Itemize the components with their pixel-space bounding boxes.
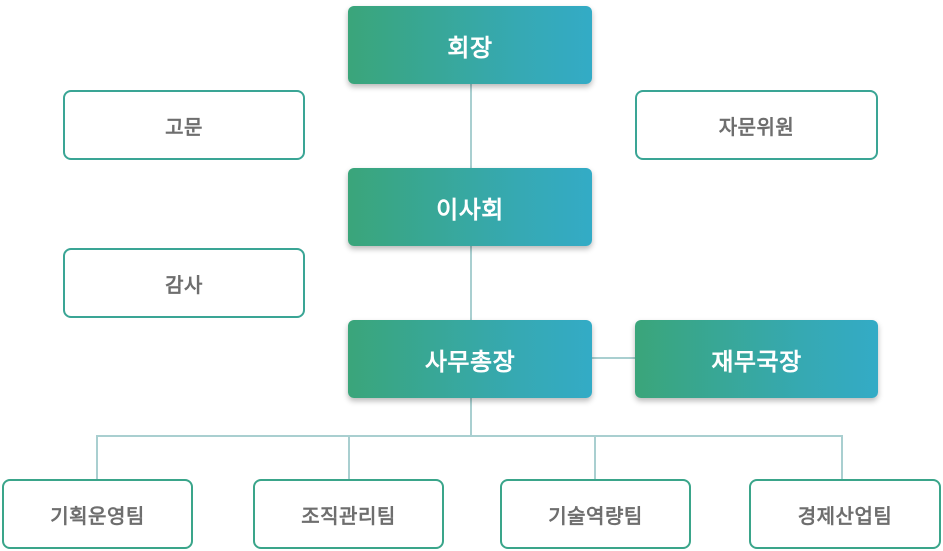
team-node: 조직관리팀: [253, 479, 444, 549]
connector-team-4: [841, 435, 843, 479]
node-advisor: 고문: [63, 90, 305, 160]
connector-team-2: [348, 435, 350, 479]
connector-secretary-finance: [590, 357, 636, 359]
connector-board-secretary: [470, 246, 472, 320]
connector-chairman-board: [470, 84, 472, 168]
connector-team-bus: [96, 435, 843, 437]
node-chairman: 회장: [348, 6, 592, 84]
connector-team-3: [594, 435, 596, 479]
team-node: 기술역량팀: [500, 479, 691, 549]
node-finance-director: 재무국장: [635, 320, 878, 398]
node-advisory-committee: 자문위원: [635, 90, 878, 160]
team-node: 경제산업팀: [749, 479, 941, 549]
node-auditor: 감사: [63, 248, 305, 318]
team-node: 기획운영팀: [2, 479, 193, 549]
connector-team-1: [96, 435, 98, 479]
node-board: 이사회: [348, 168, 592, 246]
connector-secretary-teams: [470, 398, 472, 436]
node-secretary-general: 사무총장: [348, 320, 592, 398]
